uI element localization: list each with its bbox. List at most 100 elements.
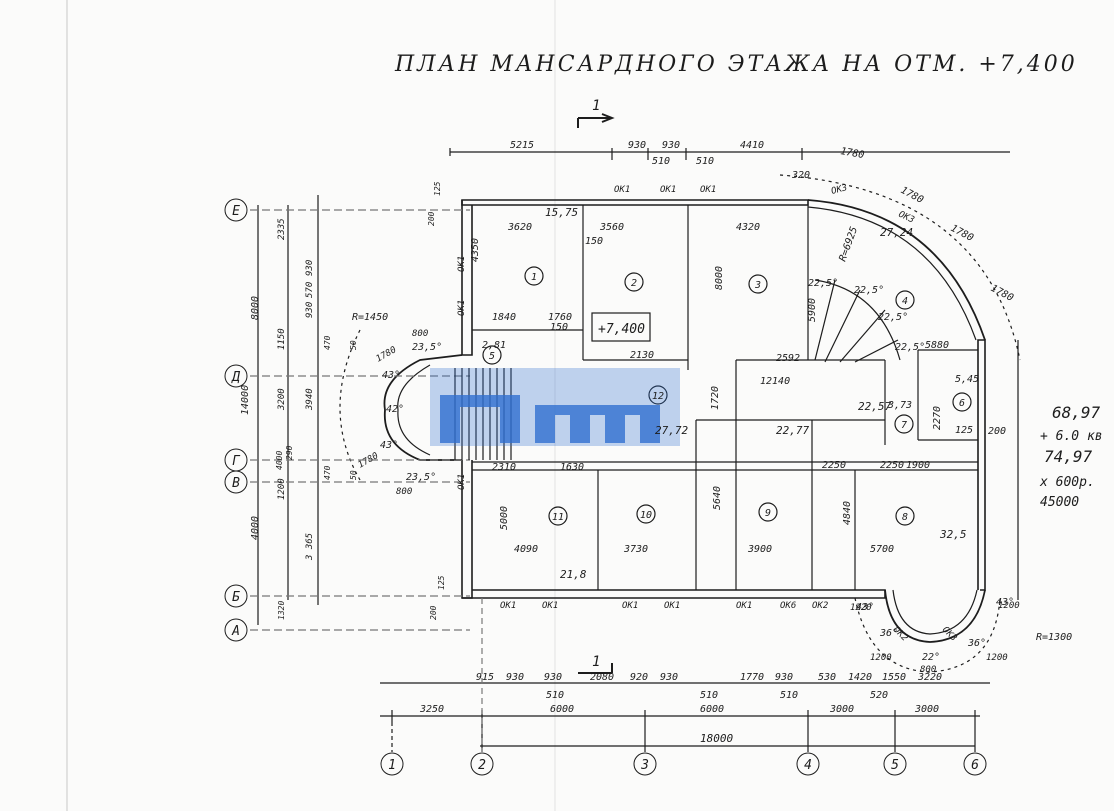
opening-label: ОК1 [457, 300, 467, 316]
dim-text-bottom: 3250 [419, 704, 444, 715]
arc-dim-label: 1220 [850, 603, 872, 613]
arc-dim-label: 1780 [357, 451, 381, 471]
room-area: 22,77 [776, 424, 809, 437]
room-number-circle [758, 502, 778, 522]
dim-text-top: 930 [628, 140, 646, 151]
room-dimension: 3730 [623, 544, 648, 555]
wall-west-upper [461, 200, 473, 356]
room-number: 5 [489, 351, 495, 362]
dim-text-total: 18000 [700, 732, 733, 745]
wall-south [462, 589, 886, 599]
dim-text-left: 4000 [250, 516, 261, 540]
axis-label-row: В [232, 476, 240, 491]
room-area: 22,57 [858, 400, 891, 413]
room-dimension: 1900 [906, 460, 930, 471]
opening-label: ОК1 [542, 601, 558, 611]
arc-dim-label: 1200 [870, 653, 892, 663]
axis-bubble-row [224, 470, 248, 494]
opening-label: ОК1 [500, 601, 516, 611]
dim-text-bottom: 6000 [550, 704, 574, 715]
dim-arc-west [339, 329, 361, 481]
axis-label-col: 4 [804, 758, 812, 773]
level-mark: +7,400 [598, 322, 645, 337]
room-dimension: 3900 [747, 544, 772, 555]
dim-text-bottom: 510 [700, 690, 718, 701]
axis-bubble-col [470, 752, 494, 776]
room-dimension: 150 [585, 236, 603, 247]
axis-bubble-row [224, 198, 248, 222]
room-dimension: 5900 [807, 298, 818, 322]
spiral-stair [814, 279, 901, 363]
section-mark-label: 1 [592, 654, 600, 670]
level-mark-box [591, 312, 651, 342]
angle-label: 22,5° [895, 342, 925, 353]
dim-text-small: 200 [429, 605, 438, 620]
room-area: 27,24 [880, 226, 913, 239]
axis-bubble-row [224, 364, 248, 388]
room-number: 1 [531, 272, 537, 283]
dim-text-left: 1150 [277, 328, 287, 350]
drawing-title: ПЛАН МАНСАРДНОГО ЭТАЖА НА ОТМ. +7,400 [395, 52, 1078, 77]
angle-label: 43° [380, 440, 398, 451]
room-dimension: 4320 [736, 222, 760, 233]
dim-text-bottom: 520 [870, 690, 888, 701]
dim-text-bottom: 3220 [917, 672, 942, 683]
room-number: 9 [765, 508, 771, 519]
room-number-circle [748, 274, 768, 294]
room-number: 10 [640, 510, 652, 521]
room-dimension: 5640 [712, 486, 723, 510]
margin-note: + 6.0 кв [1040, 429, 1103, 444]
section-cut-top [577, 117, 610, 128]
dim-text-left: 930 [305, 302, 315, 318]
dim-text-left: 3 365 [305, 533, 315, 561]
room-dimension: 150 [550, 322, 568, 333]
room-dimension: 200 [988, 426, 1006, 437]
room-dimension: 1630 [560, 462, 584, 473]
room-number: 6 [959, 398, 965, 409]
dim-text-top: 320 [791, 170, 810, 181]
margin-note: 74,97 [1044, 447, 1093, 466]
angle-label: 23,5° [406, 472, 436, 483]
dim-text-bottom: 510 [546, 690, 564, 701]
arc-dim-label: 1200 [986, 653, 1008, 663]
room-number-circle [482, 345, 502, 365]
room-area: 27,72 [655, 424, 688, 437]
angle-label: 43° [996, 597, 1014, 608]
dim-text-bottom: 930 [775, 672, 793, 683]
dim-text-top: 510 [696, 156, 714, 167]
room-dimension: 2130 [630, 350, 654, 361]
room-number-circle [524, 266, 544, 286]
angle-label: 36° [967, 638, 986, 649]
room-number-circle [895, 290, 915, 310]
room-dimension: 12140 [760, 376, 790, 387]
dim-text-bottom: 530 [818, 672, 836, 683]
angle-label: 23,5° [412, 342, 442, 353]
room-dimension: 5,45 [955, 374, 979, 385]
opening-label: ОК1 [664, 601, 680, 611]
axis-bubble-row [224, 584, 248, 608]
room-dimension: 5000 [499, 506, 510, 530]
dim-text-bottom: 510 [780, 690, 798, 701]
dim-text-bottom: 915 [476, 672, 494, 683]
room-number-circle [636, 504, 656, 524]
dim-text-bottom: 1550 [882, 672, 906, 683]
opening-label: ОК1 [700, 185, 716, 195]
margin-note: 45000 [1040, 495, 1079, 510]
room-number: 4 [902, 296, 908, 307]
room-dimension: 1720 [710, 386, 721, 410]
dim-text-left: 930 [305, 260, 315, 276]
room-area: 15,75 [545, 206, 578, 219]
dim-text-small: 125 [433, 181, 442, 196]
wall-curved-northeast [807, 199, 986, 341]
dim-text-small: 470 [323, 335, 332, 350]
room-dimension: 2270 [932, 406, 943, 430]
angle-label: 42° [386, 404, 404, 415]
opening-label: ОК3 [830, 183, 848, 197]
room-number-circle [624, 272, 644, 292]
angle-label: 43° [382, 370, 400, 381]
dim-text-left: 1200 [277, 478, 287, 500]
dim-text-small: 50 [349, 340, 358, 350]
radius-label: R=6925 [837, 225, 860, 263]
angle-label: 36° [879, 628, 898, 639]
